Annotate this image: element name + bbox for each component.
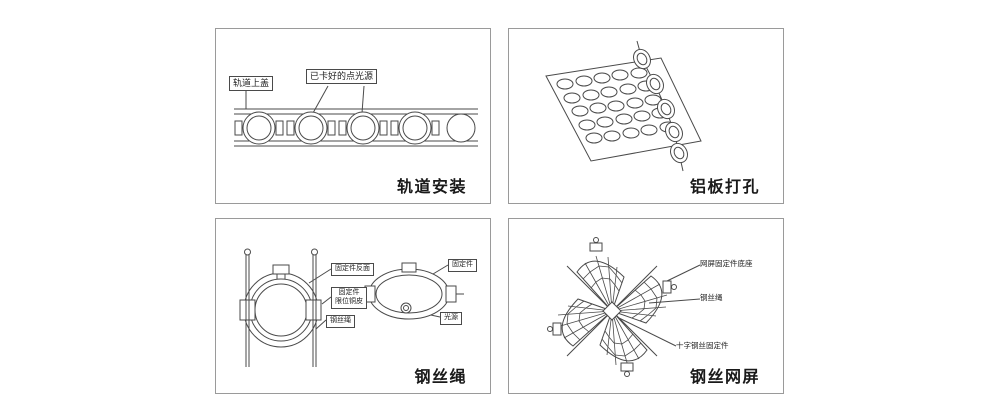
panel-track-installation: 轨道上盖 已卡好的点光源 轨道安装 (215, 28, 491, 204)
screen-base-fixtures (547, 237, 677, 377)
ring-fixture-front (357, 262, 464, 320)
label-fixture: 固定件 (448, 259, 477, 272)
panel-title-track-installation: 轨道安装 (396, 179, 467, 196)
cross-wire-fixture (602, 301, 622, 321)
label-screen-fixture-base: 网屏固定件底座 (700, 259, 753, 268)
mesh-screen-drawing (547, 237, 701, 377)
label-steel-wire: 钢丝绳 (326, 315, 355, 328)
empty-slot-circle (446, 113, 476, 143)
panel-plate-drilling: 铝板打孔 (508, 28, 784, 204)
led-string (633, 40, 688, 172)
panel-title-wire-rope: 钢丝绳 (414, 369, 467, 386)
label-steel-wire: 钢丝绳 (700, 293, 723, 302)
wire-rope-drawing (239, 248, 464, 367)
light-source-dot (400, 302, 412, 314)
label-fixture-limit-line2: 限位铜皮 (335, 297, 363, 305)
steel-wire-left (245, 255, 250, 367)
label-track-top-cover: 轨道上盖 (229, 76, 274, 92)
steel-wire-right (312, 255, 317, 367)
label-cross-wire-fixture: 十字钢丝固定件 (676, 341, 729, 350)
led-modules (234, 111, 476, 145)
ring-fixture-back (239, 248, 322, 367)
label-clipped-point-lights: 已卡好的点光源 (306, 69, 378, 85)
label-fixture-limit-copper: 固定件 限位铜皮 (331, 287, 367, 309)
panel-wire-rope: 固定件反面 固定件 固定件 限位铜皮 钢丝绳 光源 钢丝绳 (215, 218, 491, 394)
leader-lines (618, 264, 701, 347)
label-fixture-back: 固定件反面 (331, 263, 374, 276)
mesh-sails (556, 255, 668, 367)
track-installation-drawing (234, 85, 478, 147)
panel-title-mesh-screen: 钢丝网屏 (689, 369, 760, 386)
label-fixture-limit-line1: 固定件 (338, 289, 360, 296)
panel-title-plate-drilling: 铝板打孔 (689, 179, 760, 196)
label-light-source: 光源 (440, 312, 462, 325)
panel-mesh-screen: 网屏固定件底座 钢丝绳 十字钢丝固定件 钢丝网屏 (508, 218, 784, 394)
plate-drilling-drawing (545, 40, 702, 172)
